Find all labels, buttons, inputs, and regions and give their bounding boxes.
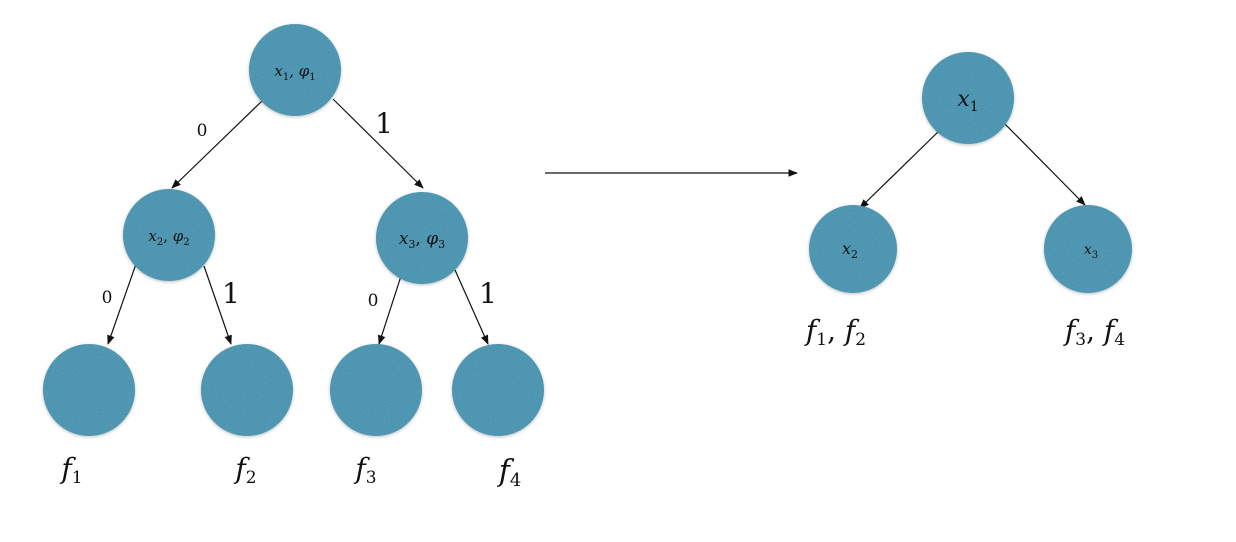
right-leaf-label-f1-f2: f1, f2 [804, 314, 866, 350]
edge-x3-to-f3 [378, 272, 403, 345]
edge-label-x3-f3: 0 [368, 291, 379, 311]
node-x2-phi2 [123, 189, 215, 281]
label-right-x3: x3 [1084, 242, 1098, 261]
edge-label-root-x2: 0 [197, 121, 208, 141]
node-root-x1-phi1 [249, 24, 341, 116]
right-node-x2 [809, 205, 897, 293]
edge-root-to-x2 [171, 100, 263, 189]
leaf-label-f4: f4 [497, 454, 522, 491]
leaf-node-1 [43, 344, 135, 436]
edge-label-x2-f1: 0 [102, 288, 113, 308]
left-tree-edges [107, 98, 489, 345]
right-tree-nodes [809, 52, 1132, 293]
right-leaf-label-f3-f4: f3, f4 [1063, 314, 1125, 350]
edge-x2-to-f2 [203, 265, 232, 345]
edge-label-x3-f4: 1 [479, 277, 497, 310]
edge-x2-to-f1 [107, 263, 137, 345]
node-x3-phi3 [376, 192, 468, 284]
leaf-label-f2: f2 [233, 452, 256, 488]
edge-label-x2-f2: 1 [222, 277, 240, 310]
edge-root-to-x3 [332, 98, 424, 189]
label-root-x1-phi1: x1, φ1 [274, 62, 315, 83]
leaf-node-3 [330, 344, 422, 436]
edge-right-root-to-x2 [859, 129, 941, 209]
label-x3-phi3: x3, φ3 [399, 229, 445, 251]
edge-x3-to-f4 [454, 269, 489, 345]
label-x2-phi2: x2, φ2 [148, 227, 189, 248]
leaf-node-4 [452, 344, 544, 436]
right-node-root-x1 [922, 52, 1014, 144]
edge-label-root-x3: 1 [375, 107, 393, 140]
label-right-root-x1: x1 [957, 87, 978, 115]
right-tree-edges [859, 121, 1086, 209]
leaf-label-f1: f1 [59, 452, 82, 488]
leaf-label-f3: f3 [353, 452, 376, 488]
left-tree-nodes [43, 24, 544, 436]
edge-right-root-to-x3 [1002, 121, 1086, 206]
label-right-x2: x2 [842, 239, 858, 261]
right-node-x3 [1044, 205, 1132, 293]
leaf-node-2 [201, 344, 293, 436]
